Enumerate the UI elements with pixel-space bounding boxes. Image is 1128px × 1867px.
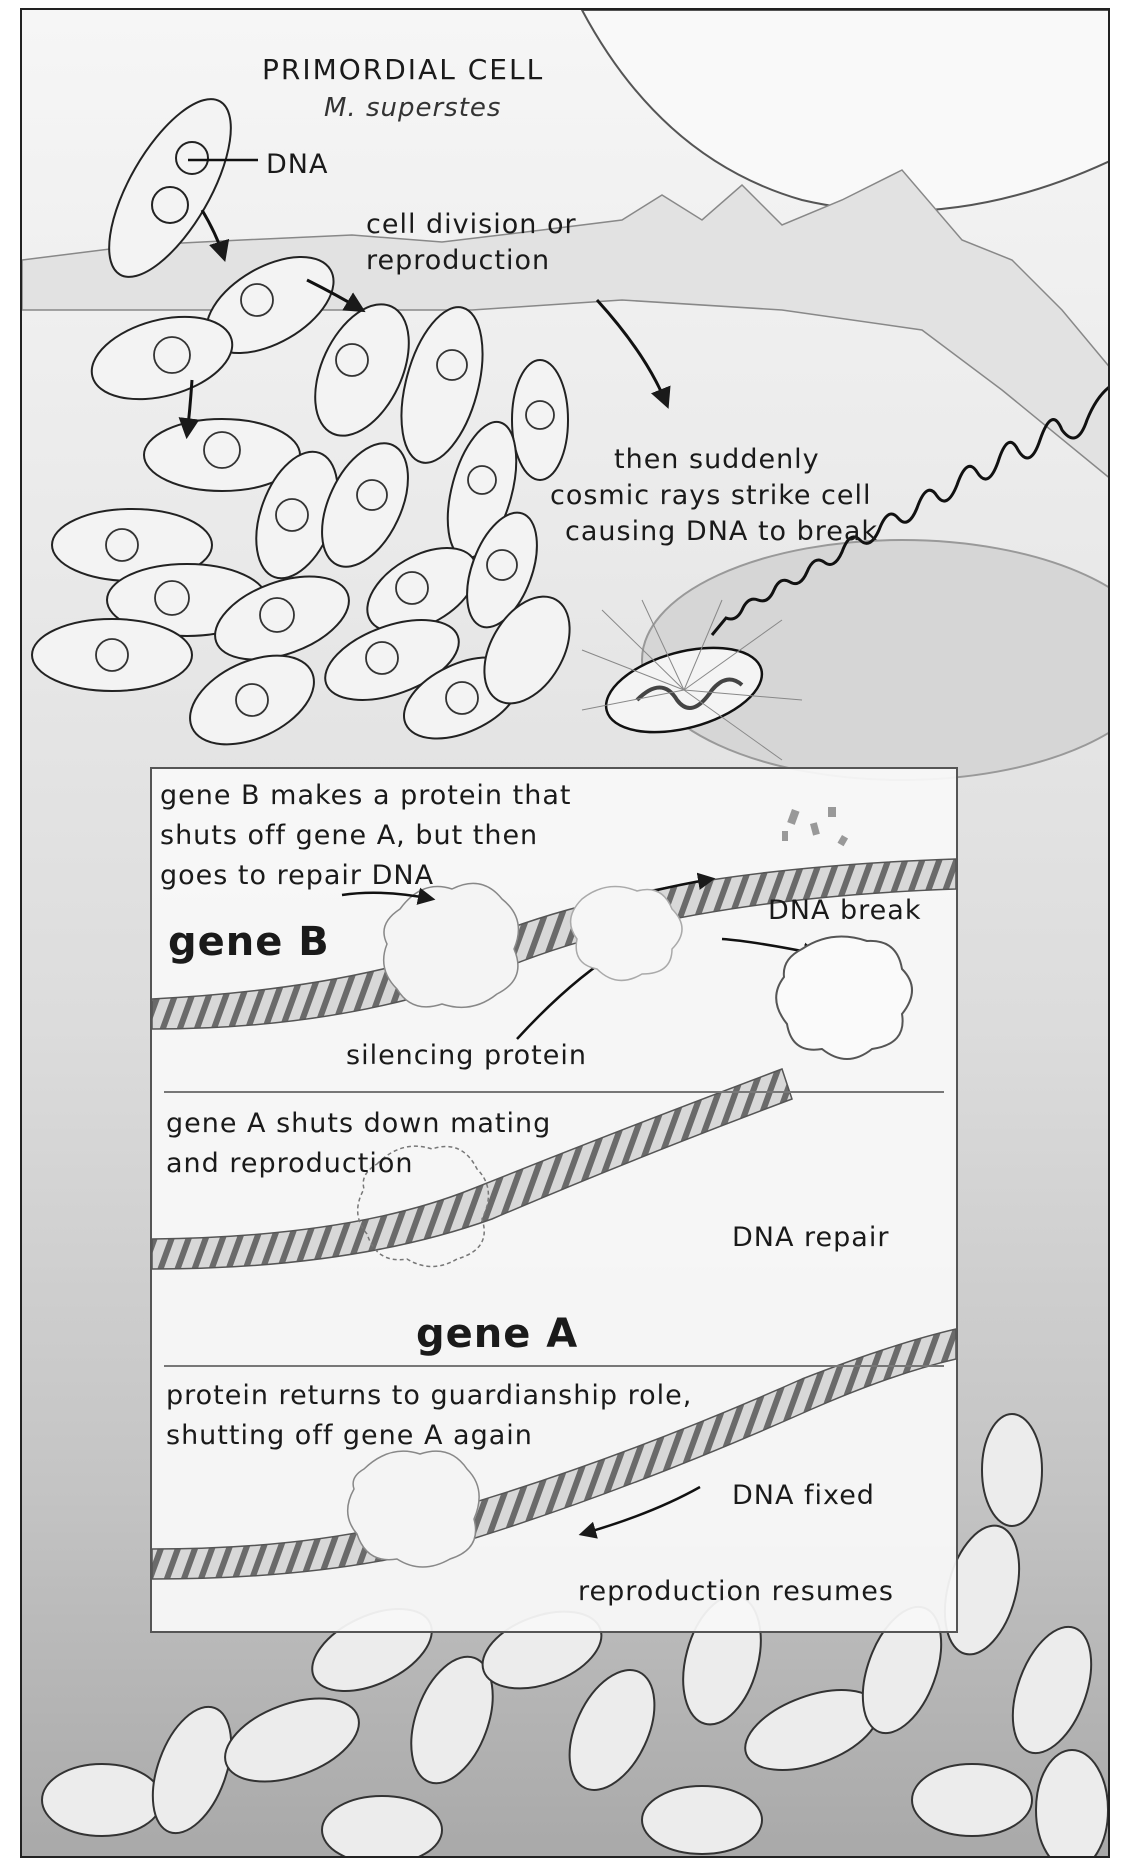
silencing-protein	[571, 887, 682, 981]
division-label-line1: cell division or	[366, 208, 577, 242]
step3-text-line2: shutting off gene A again	[166, 1419, 533, 1453]
protein-blob-3	[348, 1451, 479, 1567]
divider-1	[164, 1091, 944, 1093]
dna-break-label: DNA break	[768, 894, 921, 928]
gene-a-label: gene A	[416, 1309, 578, 1359]
illustration-frame: PRIMORDIAL CELL M. superstes DNA cell di…	[20, 8, 1110, 1858]
title: PRIMORDIAL CELL	[262, 52, 544, 87]
division-label-line2: reproduction	[366, 244, 550, 278]
divider-2	[164, 1365, 944, 1367]
step3-text-line1: protein returns to guardianship role,	[166, 1379, 692, 1413]
protein-blob-1	[384, 883, 519, 1007]
cosmic-label-line1: then suddenly	[614, 443, 820, 477]
reproduction-resumes-label: reproduction resumes	[578, 1575, 894, 1609]
cosmic-label-line2: cosmic rays strike cell	[550, 479, 872, 513]
cell-colony-top	[32, 81, 587, 762]
step1-text-line3: goes to repair DNA	[160, 859, 434, 893]
dna-label: DNA	[266, 148, 328, 182]
dna-fixed-label: DNA fixed	[732, 1479, 875, 1513]
step2-text-line2: and reproduction	[166, 1147, 413, 1181]
dna-repair-label: DNA repair	[732, 1221, 889, 1255]
planet	[582, 10, 1110, 211]
repair-protein	[776, 937, 912, 1060]
gene-b-label: gene B	[168, 917, 330, 967]
species-name: M. superstes	[324, 92, 501, 125]
dna-break-fragments	[782, 807, 848, 846]
step1-text-line2: shuts off gene A, but then	[160, 819, 538, 853]
cosmic-label-line3: causing DNA to break	[565, 515, 878, 549]
step2-text-line1: gene A shuts down mating	[166, 1107, 551, 1141]
silencing-protein-label: silencing protein	[346, 1039, 587, 1073]
mechanism-panel: gene B makes a protein that shuts off ge…	[150, 767, 958, 1633]
step1-text-line1: gene B makes a protein that	[160, 779, 571, 813]
